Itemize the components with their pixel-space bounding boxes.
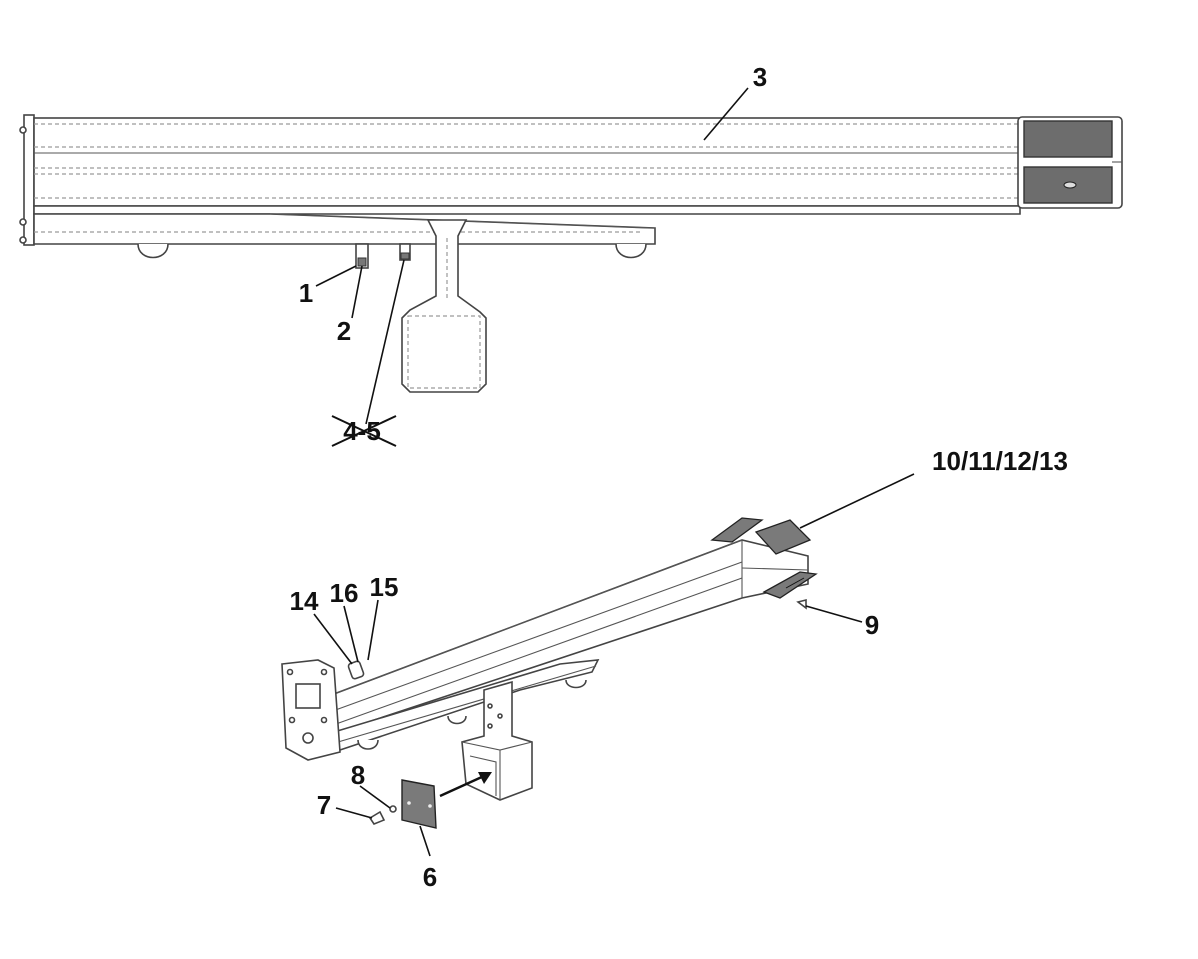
leader-6 xyxy=(419,825,431,857)
tow-hook-right xyxy=(615,243,647,259)
bolt-hole xyxy=(286,668,294,676)
label-15: 15 xyxy=(370,572,399,602)
iso-main-tube xyxy=(316,539,809,733)
washer xyxy=(389,805,397,813)
bolt-head xyxy=(19,126,27,134)
screw xyxy=(368,810,386,825)
bolt-hole xyxy=(320,716,328,724)
tow-hook-left xyxy=(137,243,169,259)
leader-14 xyxy=(313,613,353,665)
cover-plate xyxy=(401,779,437,829)
tube-edge xyxy=(335,577,743,725)
label-1: 1 xyxy=(299,278,313,308)
main-tube xyxy=(33,117,1021,207)
plate-hole xyxy=(785,577,805,589)
sensor-bracket-2 xyxy=(399,243,411,261)
beam-isometric-view xyxy=(281,517,818,829)
label-14: 14 xyxy=(290,586,319,616)
leader-7 xyxy=(335,807,373,819)
iso-sensor xyxy=(347,660,365,680)
bolt-hole xyxy=(497,713,503,719)
sensor-nut xyxy=(357,257,367,267)
iso-hook-left xyxy=(357,739,379,750)
label-3: 3 xyxy=(753,62,767,92)
plate-hole xyxy=(1063,181,1077,189)
assembly-arrow xyxy=(439,774,485,798)
bolt-head xyxy=(19,218,27,226)
bolt-hole xyxy=(487,723,493,729)
label-6: 6 xyxy=(423,862,437,892)
screw-9 xyxy=(796,598,807,610)
iso-receiver xyxy=(461,680,533,801)
bolt-head xyxy=(19,236,27,244)
leader-4-5 xyxy=(365,259,405,425)
leader-10-13 xyxy=(799,473,915,529)
label-7: 7 xyxy=(317,790,331,820)
tube-end-divider xyxy=(741,567,809,571)
receiver-edge xyxy=(469,755,497,796)
bolt-hole xyxy=(487,703,493,709)
leader-16 xyxy=(343,605,359,663)
sensor-nut-2 xyxy=(400,252,410,260)
lower-member-top xyxy=(33,205,1021,215)
label-2: 2 xyxy=(337,316,351,346)
iso-hook-mid xyxy=(447,715,467,725)
tube-edge xyxy=(329,561,743,713)
leader-1 xyxy=(315,265,357,287)
leader-3 xyxy=(703,87,749,141)
end-plate-upper xyxy=(1023,120,1113,158)
label-8: 8 xyxy=(351,760,365,790)
label-16: 16 xyxy=(330,578,359,608)
label-4-5-struck: 4-5 xyxy=(331,415,397,447)
assembly-arrowhead xyxy=(478,772,492,784)
label-10-11-12-13: 10/11/12/13 xyxy=(932,446,1068,476)
leader-2 xyxy=(351,265,363,319)
strike-line xyxy=(331,415,397,447)
receiver-plate xyxy=(401,219,487,393)
tube-edge xyxy=(317,539,743,701)
lower-member xyxy=(33,213,656,245)
bolt-hole xyxy=(302,732,314,744)
left-end-plate xyxy=(23,114,35,246)
label-9: 9 xyxy=(865,610,879,640)
member-edge xyxy=(337,665,597,743)
iso-hook-right xyxy=(565,679,587,689)
cap-plate-top-left xyxy=(710,517,764,543)
leader-9 xyxy=(805,605,863,623)
iso-plate-window xyxy=(295,683,321,709)
leader-8 xyxy=(359,785,391,809)
bolt-hole xyxy=(320,668,328,676)
beam-side-view xyxy=(19,114,1123,393)
plate-outline xyxy=(407,315,481,389)
leader-15 xyxy=(367,599,379,661)
plate-hole xyxy=(407,801,411,805)
plate-hole xyxy=(428,804,432,808)
cap-plate-top-right xyxy=(754,519,812,555)
bolt-hole xyxy=(288,716,296,724)
